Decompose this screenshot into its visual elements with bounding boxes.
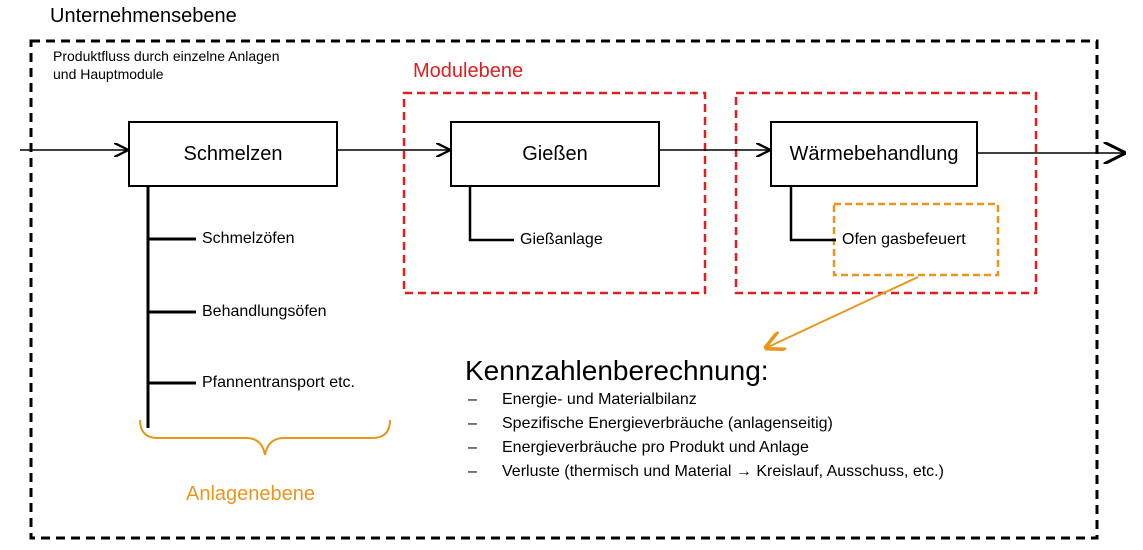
- process-melting[interactable]: Schmelzen: [128, 121, 338, 187]
- kpi-pointer-arrow: [768, 276, 919, 347]
- module-frame-casting: [402, 91, 707, 295]
- process-casting[interactable]: Gießen: [450, 121, 660, 187]
- casting-plant-label: Gießanlage: [520, 231, 603, 248]
- heat-treatment-plant-label: Ofen gasbefeuert: [842, 231, 966, 248]
- company-frame: [29, 39, 1099, 540]
- kpi-item: Energieverbräuche pro Produkt und Anlage: [468, 436, 944, 460]
- plant-item: Behandlungsöfen: [202, 303, 327, 320]
- flow-note: Produktfluss durch einzelne Anlagen und …: [53, 48, 280, 82]
- kpi-item: Energie- und Materialbilanz: [468, 388, 944, 412]
- company-level-label: Unternehmensebene: [50, 5, 237, 27]
- kpi-list: Energie- und Materialbilanz Spezifische …: [468, 388, 944, 484]
- plant-level-label: Anlagenebene: [186, 483, 316, 505]
- module-level-label: Modulebene: [413, 60, 524, 82]
- kpi-item: Verluste (thermisch und Material → Kreis…: [468, 460, 944, 484]
- process-melting-label: Schmelzen: [183, 142, 283, 165]
- kpi-title: Kennzahlenberechnung:: [465, 355, 769, 386]
- process-heat-treatment[interactable]: Wärmebehandlung: [770, 121, 978, 187]
- plant-item: Schmelzöfen: [202, 230, 295, 247]
- process-heat-treatment-label: Wärmebehandlung: [789, 142, 959, 165]
- kpi-item: Spezifische Energieverbräuche (anlagense…: [468, 412, 944, 436]
- process-casting-label: Gießen: [522, 142, 588, 165]
- plant-level-brace: [139, 419, 391, 456]
- plant-item: Pfannentransport etc.: [202, 374, 355, 391]
